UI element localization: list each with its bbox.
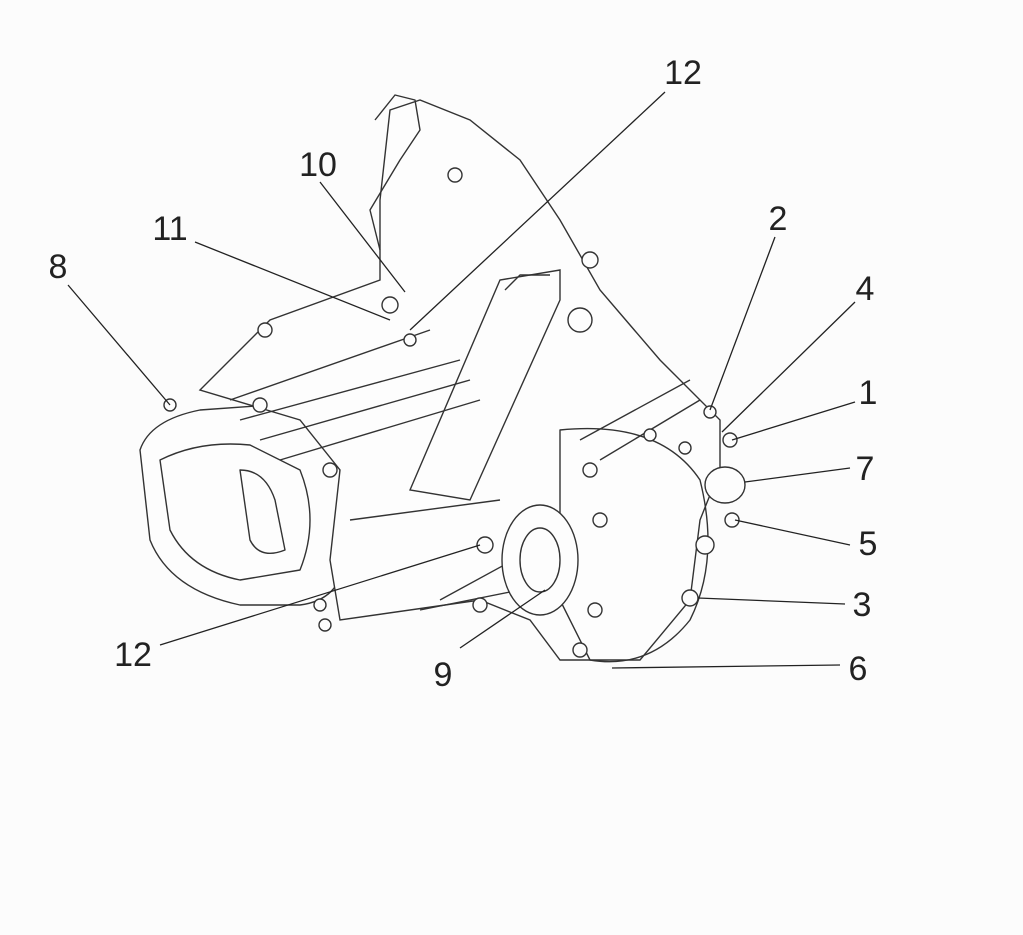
callout-7: 7 xyxy=(856,450,875,488)
callout-1: 1 xyxy=(859,374,878,412)
callout-labels: 12 10 11 8 2 4 1 7 5 3 6 9 12 xyxy=(49,54,878,694)
transmission-body xyxy=(139,94,746,663)
callout-3: 3 xyxy=(853,586,872,624)
callout-leaders xyxy=(67,91,856,669)
callout-8: 8 xyxy=(49,248,68,286)
callout-2: 2 xyxy=(769,200,788,238)
shift-tower xyxy=(409,269,561,501)
output-flange xyxy=(501,504,579,616)
bolts xyxy=(163,167,740,658)
callout-5: 5 xyxy=(859,525,878,563)
callout-6: 6 xyxy=(849,650,868,688)
callout-11: 11 xyxy=(152,210,187,248)
callout-4: 4 xyxy=(856,270,875,308)
callout-12-top: 12 xyxy=(664,54,702,92)
callout-9: 9 xyxy=(434,656,453,694)
mount-bracket xyxy=(369,94,421,251)
callout-10: 10 xyxy=(299,146,337,184)
callout-12-bottom: 12 xyxy=(114,636,152,674)
